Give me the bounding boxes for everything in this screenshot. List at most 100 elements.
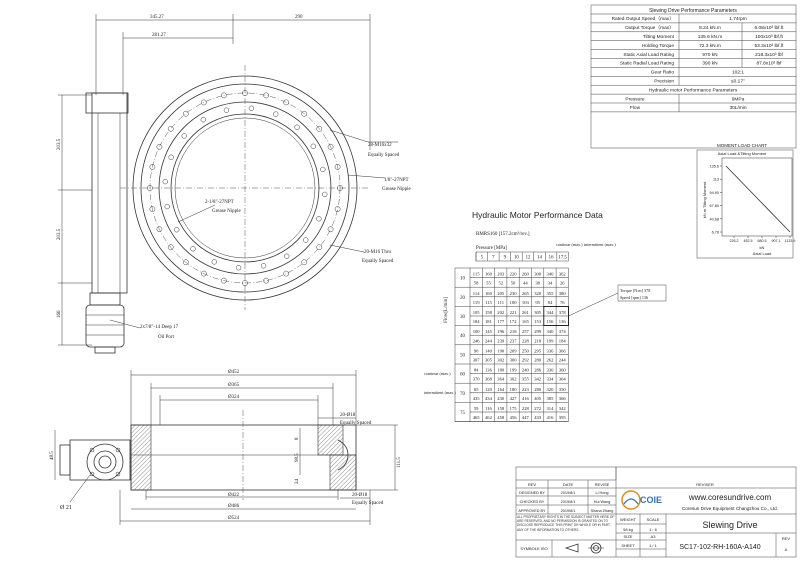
hyd-speed-cell: 111: [497, 300, 504, 305]
bolt-hole-outer: [200, 270, 207, 277]
bolt-hole-outer: [200, 99, 207, 106]
hyd-speed-cell: 237: [510, 338, 518, 343]
bolt-hole-outer: [316, 244, 323, 251]
dim-290: 290: [295, 15, 303, 20]
dim-524: Ø524: [228, 516, 240, 521]
perf-row-value: 72.3 kN.m: [699, 43, 721, 49]
hyd-speed-cell: 184: [559, 338, 567, 343]
tb-drawing-title: Slewing Drive: [702, 520, 757, 530]
hyd-torque-cell: 202: [497, 310, 505, 315]
hyd-speed-cell: 244: [485, 338, 493, 343]
bolt-hole-outer: [334, 164, 341, 170]
load-ytick: 135.6: [709, 165, 719, 169]
perf-row-label: Rated Output Speed（max）: [612, 16, 674, 22]
perf-row-label: Gear Ratio: [651, 70, 675, 76]
hyd-pressure: 16: [549, 256, 554, 261]
tb-revise: REVISE: [595, 482, 610, 487]
hyd-torque-cell: 261: [522, 310, 530, 315]
dim-281: 281.27: [152, 33, 166, 38]
hyd-torque-cell: 374: [559, 329, 567, 334]
hyd-torque-cell: 380: [559, 291, 567, 296]
hyd-torque-cell: 180: [497, 368, 505, 373]
hyd-torque-cell: 280: [534, 387, 542, 392]
bolt-hole-outer: [242, 280, 248, 286]
hyd-torque-cell: 218: [510, 329, 518, 334]
hyd-speed-cell: 395: [559, 415, 567, 420]
bolt-hole-outer: [337, 185, 343, 191]
bolt-hole-outer: [283, 270, 290, 277]
load-chart-ylabel: kN.m Tilting Moment: [702, 181, 707, 218]
hyd-torque-cell: 190: [497, 348, 505, 353]
load-chart-curve: [725, 165, 791, 233]
hyd-pressure: 9: [504, 256, 507, 261]
hyd-torque-cell: 223: [522, 387, 530, 392]
callout-holes-botb: Equally Spaced: [352, 501, 384, 506]
tb-approved-role: APPROVED BY: [518, 509, 546, 513]
load-xtick: 1133.9: [785, 239, 796, 243]
hyd-torque-cell: 320: [534, 291, 542, 296]
worm-housing: [91, 92, 128, 294]
load-xtick: 452.5: [744, 239, 753, 243]
bolt-hole-outer: [182, 259, 189, 266]
hyd-flow: 30: [460, 315, 465, 320]
hyd-speed-cell: 218: [534, 338, 542, 343]
hyd-flow: 60: [460, 373, 465, 378]
bolt-hole-outer: [327, 226, 334, 233]
hyd-torque-cell: 295: [534, 348, 542, 353]
hyd-speed-cell: 302: [497, 358, 505, 363]
dim-345: 345.27: [150, 15, 164, 20]
callout-npt1: 1/8"-27NPT: [384, 178, 409, 183]
bolt-hole-inner: [168, 154, 174, 160]
hyd-torque-cell: 305: [534, 310, 542, 315]
callout-holes-topb: Equally Spaced: [340, 421, 372, 426]
tb-designed-date: 2019/8/1: [561, 491, 576, 495]
hyd-speed-cell: 172: [510, 319, 518, 324]
hyd-torque-cell: 340: [547, 272, 555, 277]
hyd-speed-cell: 304: [559, 377, 567, 382]
bolt-hole-inner: [303, 237, 309, 243]
iso-symbol-icon: [564, 542, 604, 554]
perf-row-label: Static Radial Load Rating: [620, 61, 674, 67]
hyd-speed-cell: 447: [522, 415, 530, 420]
hyd-speed-cell: 433: [534, 415, 542, 420]
hyd-flow: 10: [460, 277, 465, 282]
hyd-torque-cell: 286: [534, 368, 542, 373]
hyd-speed-cell: 136: [559, 319, 567, 324]
hyd-speed-cell: 435: [473, 396, 481, 401]
load-ytick: 94.90: [709, 191, 719, 195]
hyd-speed-cell: 305: [485, 358, 493, 363]
callout-holes2b: Equally Spaced: [362, 259, 394, 264]
load-ytick: 67.80: [709, 204, 719, 208]
hyd-torque-cell: 265: [522, 291, 530, 296]
bolt-hole-outer: [327, 143, 334, 150]
dim-452: Ø452: [228, 370, 240, 375]
hyd-speed-cell: 103: [522, 300, 530, 305]
hyd-torque-cell: 340: [547, 329, 555, 334]
hyd-torque-cell: 272: [534, 406, 542, 411]
section-bottom-dims: Ø422 Ø486 Ø524 20-Ø18 Equally Spaced Ø 2…: [60, 474, 384, 525]
hyd-torque-cell: 342: [559, 406, 567, 411]
section-side-dims: 48.5 111.5 98.5 8 24: [50, 424, 402, 491]
perf-row-value-imperial: 218.3x10³ lbf: [755, 52, 783, 58]
hyd-torque-cell: 199: [510, 368, 518, 373]
bolt-hole-inner: [223, 107, 230, 113]
tb-checked-date: 2019/8/1: [561, 500, 576, 504]
dim-324: Ø324: [228, 395, 240, 400]
hyd-speed-cell: 292: [522, 358, 530, 363]
perf-row-value: 1.74rpm: [729, 16, 747, 22]
hyd-torque-cell: 84: [474, 368, 479, 373]
hyd-torque-cell: 65: [474, 387, 479, 392]
motor-row-value: 30L/min: [729, 105, 746, 111]
hyd-speed-cell: 100: [510, 300, 518, 305]
bolt-hole-inner: [273, 111, 279, 117]
bolt-holes-inner: [162, 105, 328, 271]
hyd-speed-cell: 76: [560, 300, 565, 305]
hyd-flow: 20: [460, 296, 465, 301]
